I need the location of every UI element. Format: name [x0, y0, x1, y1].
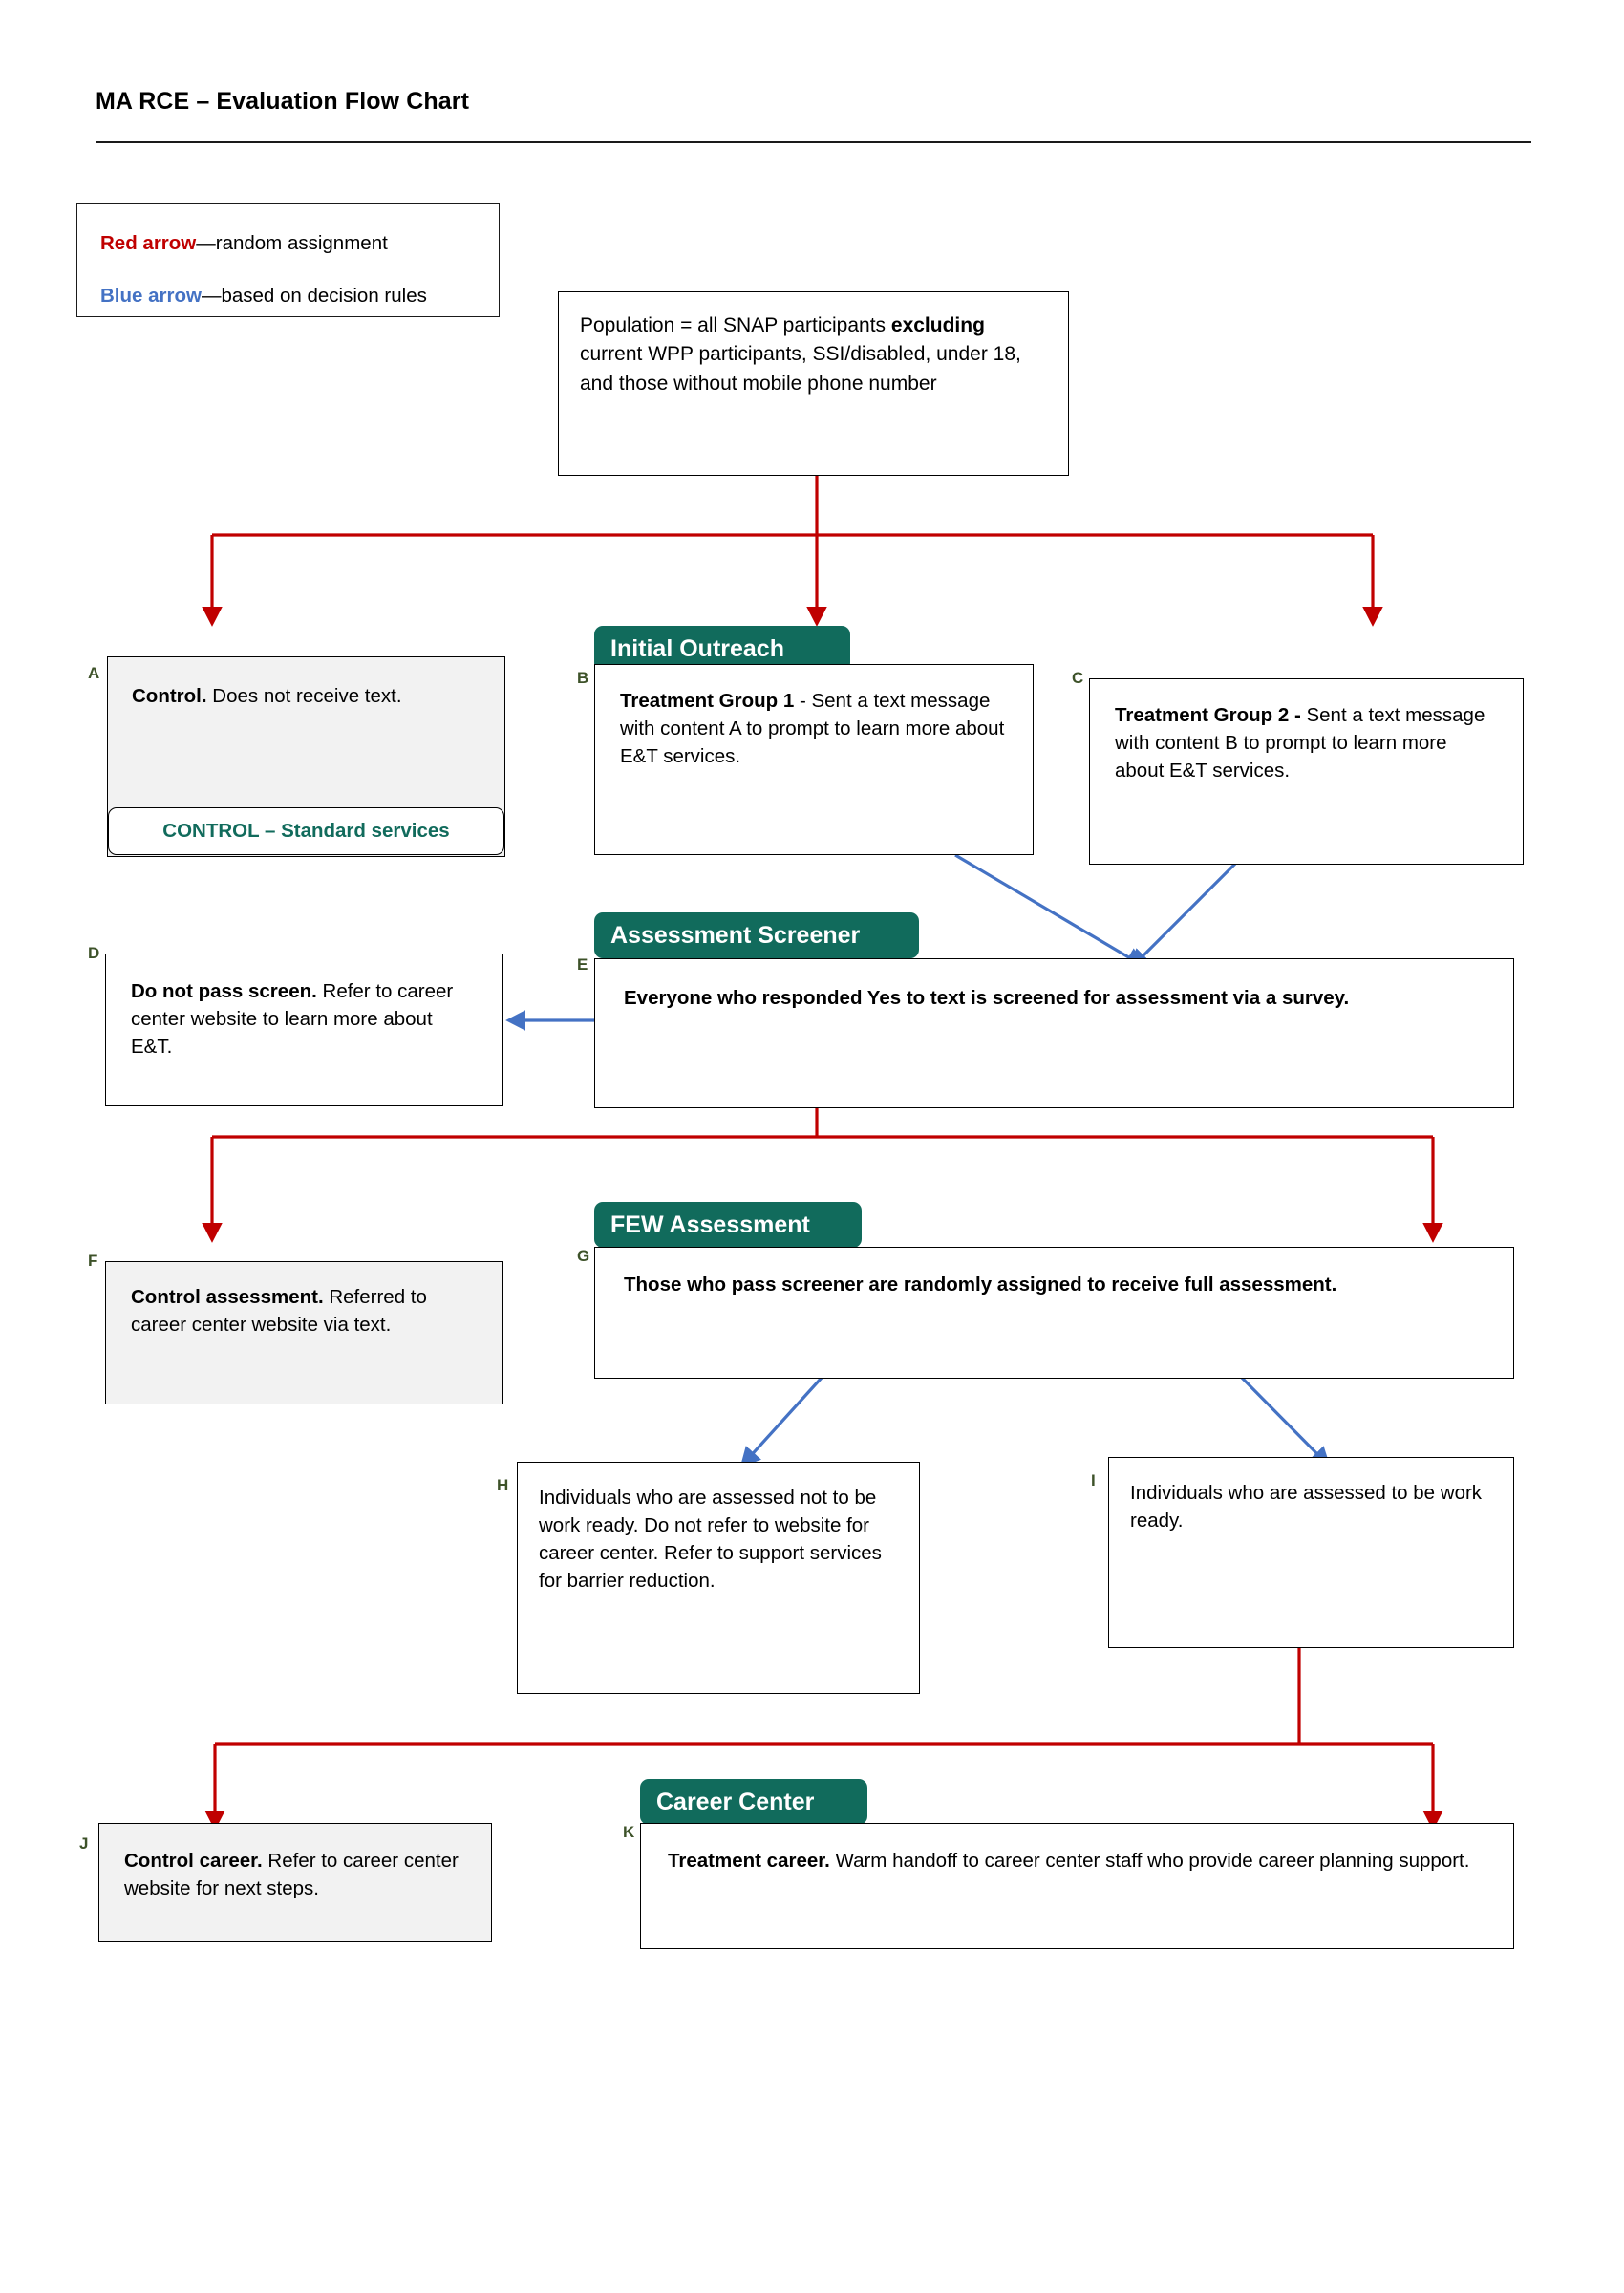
node-e: Everyone who responded Yes to text is sc… — [594, 958, 1514, 1108]
tab-few-assessment-label: FEW Assessment — [610, 1211, 810, 1238]
node-a-text: Control. Does not receive text. — [132, 682, 481, 710]
legend-row-blue: Blue arrow—based on decision rules — [100, 285, 427, 307]
node-f: Control assessment. Referred to career c… — [105, 1261, 503, 1404]
node-i-rest: Individuals who are assessed to be work … — [1130, 1482, 1483, 1532]
node-f-rest: Referred to career center website via te… — [131, 1286, 427, 1337]
population-bold: excluding — [890, 314, 985, 336]
node-b-rest: - Sent a text message with content A to … — [620, 690, 1005, 768]
node-label-d: D — [88, 944, 100, 962]
node-b: Treatment Group 1 - Sent a text message … — [594, 664, 1034, 855]
node-b-bold: Treatment Group 1 — [620, 690, 795, 712]
node-c-bold: Treatment Group 2 - — [1115, 704, 1301, 726]
node-h: Individuals who are assessed not to be w… — [517, 1462, 920, 1694]
tab-few-assessment: FEW Assessment — [594, 1202, 862, 1248]
node-a-bold: Control. — [132, 685, 207, 707]
node-d-text: Do not pass screen. Refer to career cent… — [131, 977, 478, 1061]
node-f-text: Control assessment. Referred to career c… — [131, 1283, 478, 1339]
tab-assessment-screener: Assessment Screener — [594, 912, 919, 958]
population-line-a: Population = all SNAP participants — [580, 314, 891, 336]
node-g: Those who pass screener are randomly ass… — [594, 1247, 1514, 1379]
node-e-text: Everyone who responded Yes to text is sc… — [624, 984, 1485, 1012]
node-k-text: Treatment career. Warm handoff to career… — [668, 1847, 1486, 1875]
node-a-rest: Does not receive text. — [206, 685, 402, 707]
node-h-rest: Individuals who are assessed not to be w… — [539, 1487, 882, 1593]
node-g-bold: Those who pass screener are randomly ass… — [624, 1274, 1337, 1296]
node-i-text: Individuals who are assessed to be work … — [1130, 1479, 1492, 1534]
node-population: Population = all SNAP participants exclu… — [558, 291, 1069, 476]
legend-red-key: Red arrow — [100, 232, 197, 254]
legend-blue-desc: —based on decision rules — [201, 285, 427, 307]
node-label-f: F — [88, 1252, 98, 1270]
node-k-bold: Treatment career. — [668, 1850, 830, 1872]
node-label-h: H — [497, 1476, 509, 1494]
node-label-j: J — [79, 1834, 89, 1853]
node-j-bold: Control career. — [124, 1850, 263, 1872]
node-label-c: C — [1072, 669, 1084, 687]
node-i: Individuals who are assessed to be work … — [1108, 1457, 1514, 1648]
node-d-bold: Do not pass screen. — [131, 980, 317, 1002]
node-k-rest: Warm handoff to career center staff who … — [829, 1850, 1470, 1872]
node-label-a: A — [88, 664, 100, 682]
legend-row-red: Red arrow—random assignment — [100, 232, 388, 254]
node-h-text: Individuals who are assessed not to be w… — [539, 1484, 898, 1595]
tab-career-center-label: Career Center — [656, 1788, 815, 1815]
node-c-rest: Sent a text message with content B to pr… — [1115, 704, 1485, 782]
node-population-text: Population = all SNAP participants exclu… — [580, 311, 1047, 398]
title-divider — [96, 141, 1531, 143]
population-line-b: current WPP participants, SSI/disabled, … — [580, 343, 1021, 395]
node-c: Treatment Group 2 - Sent a text message … — [1089, 678, 1524, 865]
node-label-g: G — [577, 1247, 590, 1265]
node-j: Control career. Refer to career center w… — [98, 1823, 492, 1942]
pill-label: CONTROL – Standard services — [162, 820, 450, 842]
node-g-text: Those who pass screener are randomly ass… — [624, 1271, 1485, 1298]
legend-blue-key: Blue arrow — [100, 285, 202, 307]
legend-box: Red arrow—random assignment Blue arrow—b… — [76, 203, 500, 317]
node-label-b: B — [577, 669, 589, 687]
node-label-k: K — [623, 1823, 635, 1841]
page-title: MA RCE – Evaluation Flow Chart — [96, 88, 470, 115]
tab-career-center: Career Center — [640, 1779, 867, 1825]
node-f-bold: Control assessment. — [131, 1286, 324, 1308]
node-k: Treatment career. Warm handoff to career… — [640, 1823, 1514, 1949]
legend-red-desc: —random assignment — [196, 232, 388, 254]
node-e-bold: Everyone who responded Yes to text is sc… — [624, 987, 1350, 1009]
tab-assessment-screener-label: Assessment Screener — [610, 921, 861, 949]
node-d-rest: Refer to career center website to learn … — [131, 980, 454, 1059]
control-standard-services-pill: CONTROL – Standard services — [108, 807, 504, 855]
node-label-i: I — [1091, 1471, 1096, 1489]
node-j-rest: Refer to career center website for next … — [124, 1850, 459, 1900]
node-c-text: Treatment Group 2 - Sent a text message … — [1115, 701, 1498, 784]
node-b-text: Treatment Group 1 - Sent a text message … — [620, 687, 1008, 770]
node-d: Do not pass screen. Refer to career cent… — [105, 954, 503, 1106]
node-j-text: Control career. Refer to career center w… — [124, 1847, 466, 1902]
tab-initial-outreach-label: Initial Outreach — [610, 634, 784, 662]
node-label-e: E — [577, 955, 588, 974]
